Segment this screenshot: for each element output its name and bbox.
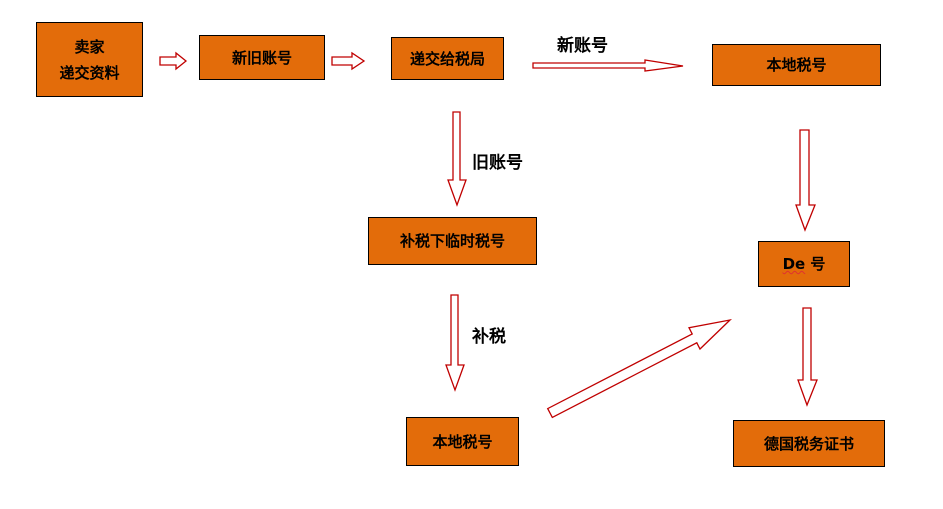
seller-line1: 卖家 (74, 37, 105, 56)
old-new-account-box: 新旧账号 (199, 35, 325, 80)
arrow-accounts-to-submit (331, 51, 366, 71)
arrow-local-tax-bottom-to-de (546, 318, 733, 419)
de-prefix-text: De (782, 255, 806, 273)
back-tax-label: 补税 (472, 327, 506, 347)
back-tax-temp-box: 补税下临时税号 (368, 217, 537, 265)
submit-tax-office-text: 递交给税局 (409, 49, 485, 68)
old-new-account-text: 新旧账号 (231, 48, 292, 67)
german-cert-text: 德国税务证书 (763, 434, 854, 453)
arrow-back-tax-down (445, 294, 465, 392)
seller-line2: 递交资料 (59, 63, 120, 82)
submit-tax-office-box: 递交给税局 (391, 37, 504, 80)
arrow-seller-to-accounts (159, 51, 188, 71)
arrow-submit-to-local-tax (532, 59, 684, 72)
back-tax-temp-text: 补税下临时税号 (399, 232, 505, 250)
arrow-de-to-cert (797, 307, 818, 407)
local-tax-bottom-text: 本地税号 (432, 432, 493, 451)
german-cert-box: 德国税务证书 (733, 420, 885, 467)
de-suffix-text: 号 (810, 255, 826, 273)
local-tax-bottom-box: 本地税号 (406, 417, 519, 466)
new-account-label: 新账号 (557, 36, 608, 56)
seller-submit-box: 卖家 递交资料 (36, 22, 143, 97)
de-number-box: De 号 (758, 241, 850, 287)
local-tax-top-box: 本地税号 (712, 44, 881, 86)
old-account-label: 旧账号 (472, 153, 523, 173)
arrow-old-account-down (447, 111, 467, 207)
local-tax-top-text: 本地税号 (766, 56, 827, 74)
arrow-local-tax-to-de (795, 129, 816, 232)
